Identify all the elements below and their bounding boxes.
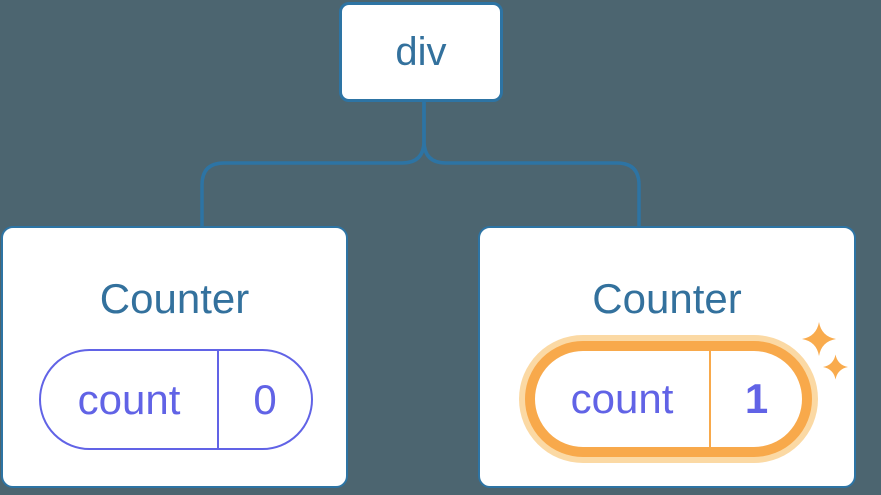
connector-right-branch [422,102,641,228]
component-title: Counter [99,275,250,322]
sparkle-icon [802,322,848,380]
tree-node-div: div [339,2,503,102]
component-title: Counter [592,275,742,322]
state-key-label: count [41,351,219,448]
state-pill-highlighted: count 1 [525,341,812,457]
connector-left-branch [200,102,426,228]
state-pill: count 0 [39,349,313,450]
sparkle-small [823,354,848,380]
tree-node-label: div [395,29,447,74]
counter-card-left: Counter count 0 [1,226,348,488]
state-value: 1 [744,375,769,422]
state-value: 0 [253,375,277,423]
counter-card-right: Counter count 1 [478,226,856,488]
sparkle-large [802,322,836,356]
state-key-label: count [535,351,711,447]
